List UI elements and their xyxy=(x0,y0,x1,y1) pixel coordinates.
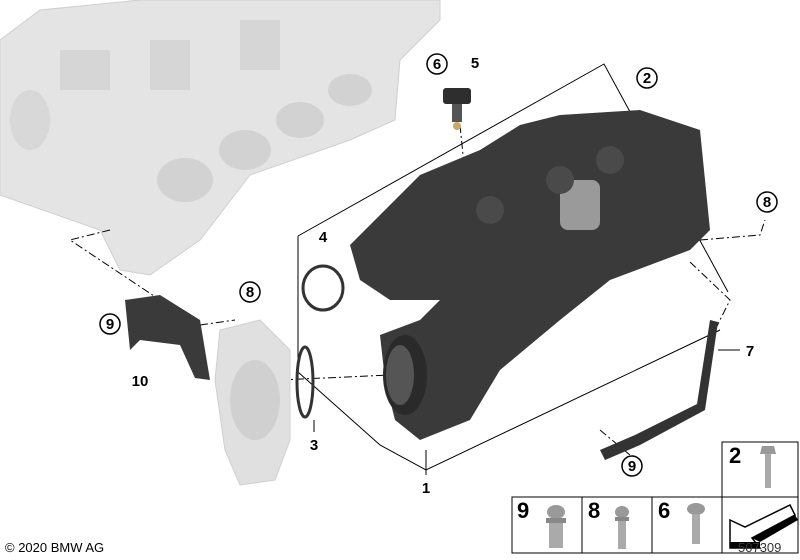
throttle-body-illustration xyxy=(214,319,291,486)
button-head-screw-icon xyxy=(687,503,705,544)
legend-item-8[interactable]: 8 xyxy=(588,498,629,549)
torx-bolt-icon xyxy=(546,505,566,548)
svg-text:6: 6 xyxy=(433,56,441,73)
gasket-4-illustration xyxy=(301,264,345,312)
svg-text:4: 4 xyxy=(319,229,328,246)
cylinder-head-illustration xyxy=(0,0,441,276)
svg-text:8: 8 xyxy=(588,498,600,523)
callout-2[interactable]: 2 xyxy=(636,67,658,89)
callout-8-throttle[interactable]: 8 xyxy=(239,281,261,303)
callout-4[interactable]: 4 xyxy=(319,229,328,246)
svg-text:9: 9 xyxy=(628,458,636,475)
callout-5[interactable]: 5 xyxy=(471,55,479,72)
callout-9-bracket[interactable]: 9 xyxy=(99,313,121,335)
svg-text:3: 3 xyxy=(310,437,318,454)
svg-text:2: 2 xyxy=(643,70,651,87)
diagram-number: 507309 xyxy=(738,540,782,555)
svg-text:7: 7 xyxy=(746,343,754,360)
svg-text:9: 9 xyxy=(517,498,529,523)
svg-text:2: 2 xyxy=(729,443,741,468)
svg-text:8: 8 xyxy=(246,284,254,301)
callout-7[interactable]: 7 xyxy=(718,343,754,360)
svg-text:8: 8 xyxy=(763,194,771,211)
svg-text:1: 1 xyxy=(422,480,430,497)
vent-hose-illustration xyxy=(600,320,718,460)
flange-bolt-icon xyxy=(760,446,776,488)
torx-screw-icon xyxy=(615,506,629,549)
svg-text:9: 9 xyxy=(106,316,114,333)
bracket-illustration xyxy=(125,295,210,380)
fastener-legend xyxy=(511,441,799,554)
legend-item-2[interactable]: 2 xyxy=(729,443,776,488)
callout-3[interactable]: 3 xyxy=(310,420,318,454)
gasket-3-illustration xyxy=(295,345,315,419)
legend-item-9[interactable]: 9 xyxy=(517,498,566,548)
direction-arrow-icon xyxy=(729,503,798,549)
intake-manifold-illustration xyxy=(350,110,710,440)
callout-1[interactable]: 1 xyxy=(422,450,430,497)
svg-text:6: 6 xyxy=(658,498,670,523)
svg-text:10: 10 xyxy=(132,373,149,390)
copyright-text: © 2020 BMW AG xyxy=(5,540,105,555)
pressure-sensor-illustration xyxy=(443,88,471,130)
legend-item-6[interactable]: 6 xyxy=(658,498,705,544)
callout-6[interactable]: 6 xyxy=(426,53,448,75)
callout-9-hose[interactable]: 9 xyxy=(621,455,643,477)
callout-8-manifold[interactable]: 8 xyxy=(756,191,778,213)
svg-text:5: 5 xyxy=(471,55,479,72)
callout-10[interactable]: 10 xyxy=(132,373,149,390)
